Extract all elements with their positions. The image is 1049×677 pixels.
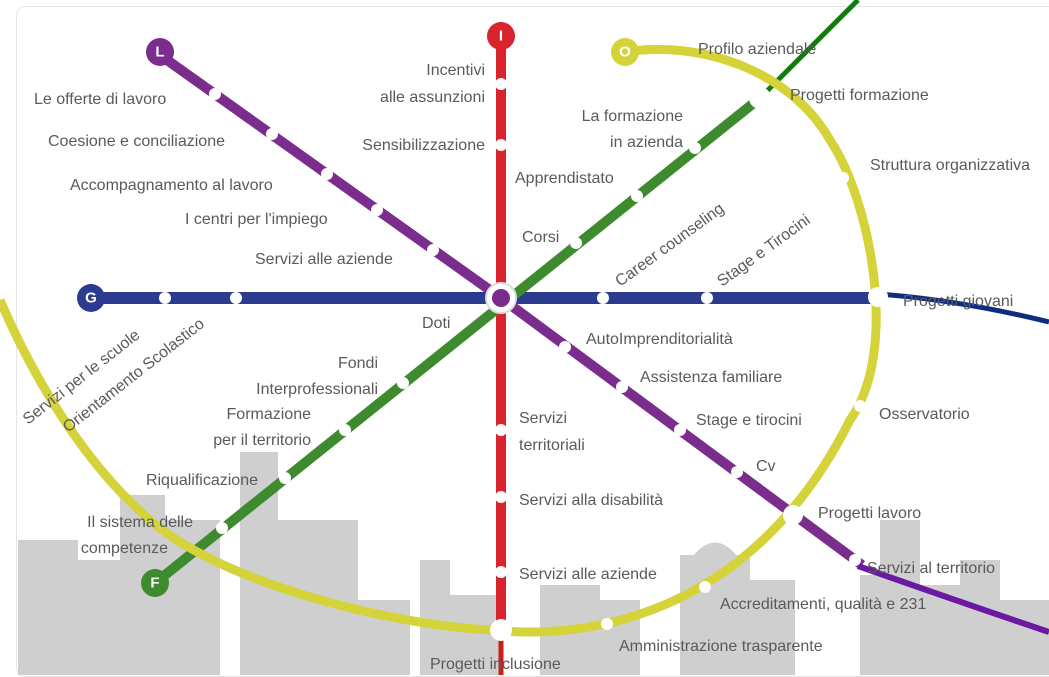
station-formazione-territorio-line1[interactable]: Formazione	[227, 406, 312, 423]
line-G-stops[interactable]	[159, 287, 888, 307]
line-I-badge[interactable]: I	[487, 22, 515, 50]
station-struttura-organizzativa[interactable]: Struttura organizzativa	[870, 157, 1030, 174]
line-L-stops[interactable]	[209, 88, 861, 566]
station-progetti-giovani[interactable]: Progetti giovani	[903, 293, 1013, 310]
station-progetti-inclusione[interactable]: Progetti inclusione	[430, 656, 561, 673]
station-servizi-territoriali-line1[interactable]: Servizi	[519, 410, 567, 427]
station-servizi-alle-aziende-i[interactable]: Servizi alle aziende	[519, 566, 657, 583]
station-autoimprenditorialita[interactable]: AutoImprenditorialità	[586, 331, 733, 348]
svg-text:L: L	[155, 44, 164, 61]
line-F-badge[interactable]: F	[141, 569, 169, 597]
line-F-track	[151, 94, 764, 587]
central-interchange-core	[492, 289, 510, 307]
station-stage-e-tirocini-g[interactable]: Stage e Tirocini	[714, 212, 813, 291]
station-incentivi-line1[interactable]: Incentivi	[426, 62, 485, 79]
line-L-badge[interactable]: L	[146, 38, 174, 66]
line-F-stops[interactable]	[216, 87, 771, 534]
line-I-stops[interactable]	[490, 78, 512, 641]
station-accompagnamento-al-lavoro[interactable]: Accompagnamento al lavoro	[70, 177, 273, 194]
station-servizi-alle-aziende-l[interactable]: Servizi alle aziende	[255, 251, 393, 268]
station-career-counseling[interactable]: Career counseling	[612, 200, 727, 290]
station-sensibilizzazione[interactable]: Sensibilizzazione	[362, 137, 485, 154]
svg-text:G: G	[85, 290, 97, 307]
station-riqualificazione[interactable]: Riqualificazione	[146, 472, 258, 489]
line-O-stops[interactable]	[601, 62, 866, 630]
station-servizi-alla-disabilita[interactable]: Servizi alla disabilità	[519, 492, 663, 509]
station-profilo-aziendale[interactable]: Profilo aziendale	[698, 41, 816, 58]
station-assistenza-familiare[interactable]: Assistenza familiare	[640, 369, 782, 386]
station-fondi-line1[interactable]: Fondi	[338, 355, 378, 372]
station-formazione-in-azienda-line2[interactable]: in azienda	[610, 134, 683, 151]
station-progetti-lavoro[interactable]: Progetti lavoro	[818, 505, 921, 522]
station-osservatorio[interactable]: Osservatorio	[879, 406, 970, 423]
station-centri-per-impiego[interactable]: I centri per l'impiego	[185, 211, 328, 228]
station-cv[interactable]: Cv	[756, 458, 776, 475]
station-coesione-conciliazione[interactable]: Coesione e conciliazione	[48, 133, 225, 150]
station-corsi[interactable]: Corsi	[522, 229, 559, 246]
station-apprendistato[interactable]: Apprendistato	[515, 170, 614, 187]
station-sistema-competenze-line1[interactable]: Il sistema delle	[87, 514, 193, 531]
station-incentivi-line2[interactable]: alle assunzioni	[380, 89, 485, 106]
station-formazione-territorio-line2[interactable]: per il territorio	[213, 432, 311, 449]
line-G-extension	[877, 291, 1049, 325]
svg-text:F: F	[150, 575, 159, 592]
svg-text:O: O	[619, 44, 631, 61]
station-progetti-formazione[interactable]: Progetti formazione	[790, 87, 929, 104]
line-G-badge[interactable]: G	[77, 284, 105, 312]
station-formazione-in-azienda-line1[interactable]: La formazione	[582, 108, 683, 125]
station-servizi-al-territorio[interactable]: Servizi al territorio	[867, 560, 995, 577]
station-fondi-line2[interactable]: Interprofessionali	[256, 381, 378, 398]
station-le-offerte-di-lavoro[interactable]: Le offerte di lavoro	[34, 91, 166, 108]
station-sistema-competenze-line2[interactable]: competenze	[81, 540, 168, 557]
svg-text:I: I	[499, 28, 503, 45]
line-O-track	[0, 44, 881, 637]
station-accreditamenti[interactable]: Accreditamenti, qualità e 231	[720, 596, 926, 613]
station-doti[interactable]: Doti	[422, 315, 450, 332]
line-O-badge[interactable]: O	[611, 38, 639, 66]
line-L-extension	[857, 563, 1049, 635]
station-stage-e-tirocini-l[interactable]: Stage e tirocini	[696, 412, 802, 429]
station-amministrazione-trasparente[interactable]: Amministrazione trasparente	[619, 638, 823, 655]
station-servizi-territoriali-line2[interactable]: territoriali	[519, 437, 585, 454]
